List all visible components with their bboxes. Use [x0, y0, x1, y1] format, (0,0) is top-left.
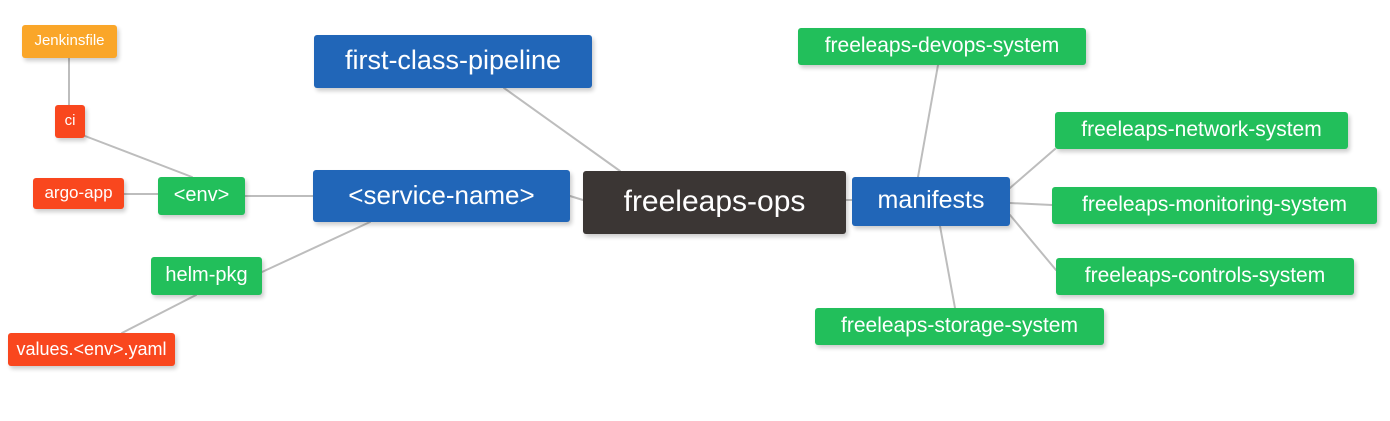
node-monitoring-system[interactable]: freeleaps-monitoring-system [1052, 187, 1377, 224]
node-label-first-class-pipeline: first-class-pipeline [344, 45, 562, 75]
node-values-yaml[interactable]: values.<env>.yaml [8, 333, 175, 366]
node-service-name[interactable]: <service-name> [313, 170, 570, 222]
node-label-jenkinsfile: Jenkinsfile [34, 32, 105, 49]
node-env[interactable]: <env> [158, 177, 245, 215]
node-manifests[interactable]: manifests [852, 177, 1010, 226]
edge-service-name-to-root [569, 195, 584, 201]
node-label-network-system: freeleaps-network-system [1081, 118, 1322, 141]
node-label-argo-app: argo-app [44, 183, 113, 202]
edge-network-system-to-manifests [1009, 148, 1056, 189]
node-label-controls-system: freeleaps-controls-system [1084, 264, 1326, 287]
node-devops-system[interactable]: freeleaps-devops-system [798, 28, 1086, 65]
edge-helm-pkg-to-service-name [261, 221, 371, 273]
node-label-devops-system: freeleaps-devops-system [824, 34, 1060, 57]
edge-ci-to-env [84, 135, 193, 178]
edge-first-class-pipeline-to-root [503, 87, 621, 172]
edge-controls-system-to-manifests [1009, 214, 1057, 271]
edge-values-yaml-to-helm-pkg [121, 294, 197, 334]
node-first-class-pipeline[interactable]: first-class-pipeline [314, 35, 592, 88]
node-label-service-name: <service-name> [348, 180, 535, 210]
node-controls-system[interactable]: freeleaps-controls-system [1056, 258, 1354, 295]
node-helm-pkg[interactable]: helm-pkg [151, 257, 262, 295]
node-storage-system[interactable]: freeleaps-storage-system [815, 308, 1104, 345]
node-ci[interactable]: ci [55, 105, 85, 138]
node-label-storage-system: freeleaps-storage-system [841, 314, 1078, 337]
node-label-helm-pkg: helm-pkg [165, 264, 248, 286]
edge-monitoring-system-to-manifests [1009, 202, 1053, 206]
edge-devops-system-to-manifests [917, 64, 939, 178]
node-label-manifests: manifests [877, 186, 985, 214]
edge-storage-system-to-manifests [939, 225, 956, 309]
node-jenkinsfile[interactable]: Jenkinsfile [22, 25, 117, 58]
node-argo-app[interactable]: argo-app [33, 178, 124, 209]
node-label-values-yaml: values.<env>.yaml [16, 338, 167, 359]
node-label-env: <env> [173, 184, 230, 206]
node-label-ci: ci [64, 112, 76, 129]
node-root[interactable]: freeleaps-ops [583, 171, 846, 234]
node-label-monitoring-system: freeleaps-monitoring-system [1082, 193, 1347, 216]
node-label-root: freeleaps-ops [623, 184, 806, 218]
node-network-system[interactable]: freeleaps-network-system [1055, 112, 1348, 149]
